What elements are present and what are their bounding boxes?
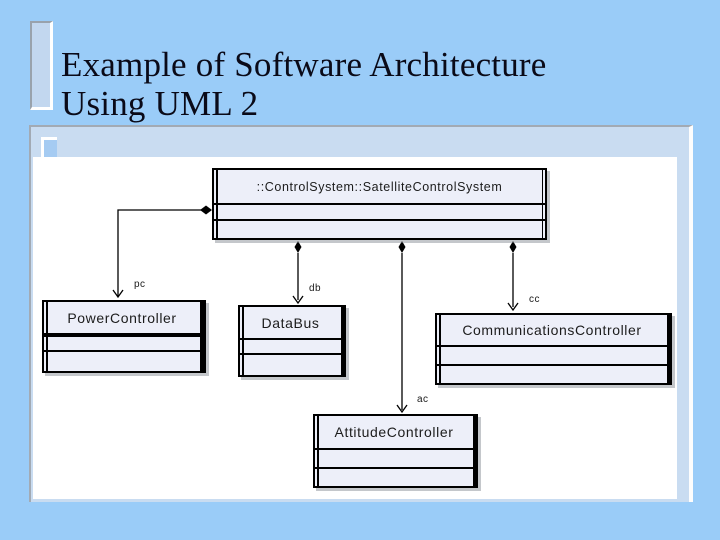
uml-class-satellite-control-system: ::ControlSystem::SatelliteControlSystem — [212, 168, 547, 240]
compartment-divider — [315, 467, 473, 469]
box-edge-line — [317, 416, 319, 486]
arrowhead-pc-icon — [112, 289, 124, 299]
uml-class-communications-controller: CommunicationsController — [435, 313, 672, 385]
uml-class-data-bus: DataBus — [238, 305, 346, 377]
box-edge-line — [439, 315, 441, 383]
arrowhead-db-icon — [292, 295, 304, 305]
slide-title-line2: Using UML 2 — [61, 84, 259, 123]
slide-decor-bar — [30, 21, 53, 110]
box-edge-line — [242, 307, 244, 375]
port-label-ac: ac — [417, 394, 429, 405]
compartment-divider — [240, 338, 341, 340]
uml-class-power-controller: PowerController — [42, 300, 206, 373]
slide-title: Example of Software Architecture Using U… — [61, 45, 661, 123]
compartment-divider — [44, 350, 200, 352]
connector-lines — [112, 205, 519, 414]
port-label-pc: pc — [134, 279, 146, 290]
diamond-pc-icon — [200, 205, 212, 215]
connector-pc — [117, 209, 201, 296]
uml-class-name: AttitudeController — [334, 424, 454, 440]
uml-class-name: DataBus — [261, 314, 320, 331]
compartment-divider — [437, 345, 667, 347]
port-label-cc: cc — [529, 294, 540, 305]
diamond-cc-icon — [509, 241, 517, 253]
uml-class-name: PowerController — [67, 309, 177, 326]
uml-diagram-image[interactable]: ::ControlSystem::SatelliteControlSystem … — [33, 157, 677, 499]
slide-title-line1: Example of Software Architecture — [61, 45, 547, 84]
port-label-db: db — [309, 283, 322, 294]
compartment-divider — [437, 364, 667, 366]
uml-class-name: CommunicationsController — [462, 322, 642, 338]
compartment-divider — [214, 203, 545, 205]
uml-class-attitude-controller: AttitudeController — [313, 414, 478, 488]
arrowhead-cc-icon — [507, 302, 519, 312]
diamond-db-icon — [294, 241, 302, 253]
compartment-divider — [44, 333, 200, 337]
compartment-divider — [214, 219, 545, 221]
compartment-divider — [315, 448, 473, 450]
diamond-ac-icon — [398, 241, 406, 253]
uml-class-name: ::ControlSystem::SatelliteControlSystem — [256, 179, 503, 194]
arrowhead-ac-icon — [396, 404, 408, 414]
compartment-divider — [240, 353, 341, 355]
